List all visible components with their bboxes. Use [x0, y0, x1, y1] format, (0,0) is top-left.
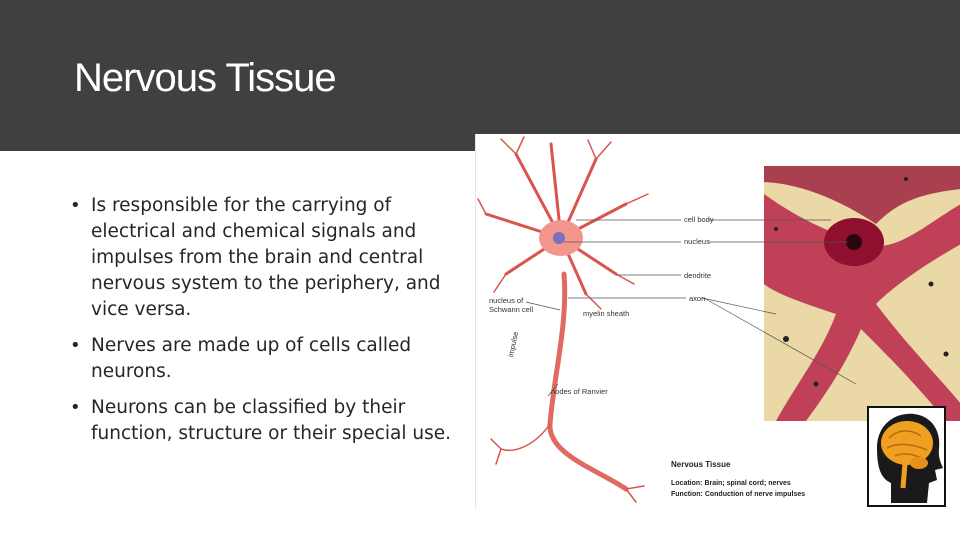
- label-nucleus: nucleus: [684, 237, 710, 246]
- bullet-icon: •: [70, 397, 81, 418]
- label-nodes-of-ranvier: nodes of Ranvier: [551, 387, 608, 396]
- caption-box: [664, 452, 849, 504]
- bullet-icon: •: [70, 195, 81, 216]
- bullet-item: •Neurons can be classified by their func…: [70, 397, 452, 444]
- label-axon: axon: [689, 294, 706, 303]
- bullet-item: •Is responsible for the carrying of elec…: [70, 195, 441, 320]
- title-bar: Nervous Tissue: [0, 0, 960, 151]
- slide-title: Nervous Tissue: [74, 56, 337, 100]
- nucleus-shape: [553, 232, 565, 244]
- caption-location: Location: Brain; spinal cord; nerves: [671, 480, 791, 487]
- label-myelin-sheath: myelin sheath: [583, 309, 630, 318]
- bullet-icon: •: [70, 335, 81, 356]
- caption-function: Function: Conduction of nerve impulses: [671, 491, 806, 498]
- label-schwann-2: Schwann cell: [489, 305, 534, 314]
- brain-icon: [867, 406, 946, 507]
- caption-title: Nervous Tissue: [671, 460, 731, 469]
- label-leaders: [525, 219, 857, 397]
- micrograph-image: [764, 166, 960, 421]
- label-cell-body: cell body: [684, 215, 714, 224]
- label-schwann-1: nucleus of: [489, 296, 524, 305]
- figure-illustration: [477, 136, 960, 504]
- brain-head-icon: [877, 413, 943, 503]
- bullet-item: •Nerves are made up of cells called neur…: [70, 335, 412, 382]
- label-dendrite: dendrite: [684, 271, 712, 280]
- bullet-list: •Is responsible for the carrying of elec…: [70, 193, 455, 457]
- nervous-tissue-figure: cell body nucleus dendrite axon nucleus …: [475, 134, 960, 509]
- neuron-diagram: [477, 136, 649, 503]
